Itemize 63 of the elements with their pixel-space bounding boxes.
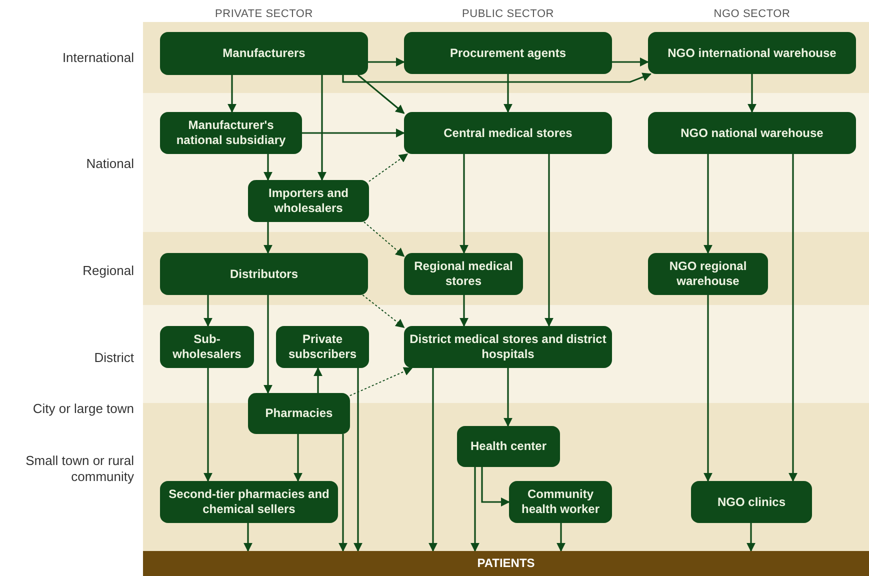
- arrow: [704, 295, 712, 482]
- process-box: District medical stores and district hospitals: [404, 326, 612, 368]
- process-box: Community health worker: [509, 481, 612, 523]
- arrow: [362, 294, 405, 328]
- arrow: [748, 74, 756, 113]
- arrow: [314, 367, 322, 393]
- process-box: Pharmacies: [248, 393, 350, 434]
- process-box: Distributors: [160, 253, 368, 295]
- arrow: [504, 74, 512, 113]
- process-box: Private subscribers: [276, 326, 369, 368]
- row-label: Regional: [82, 262, 134, 280]
- row-label: District: [93, 349, 134, 367]
- row-label: National: [85, 155, 134, 173]
- row-label: International: [61, 49, 134, 67]
- arrow: [612, 58, 649, 66]
- row-label: City or large town: [32, 400, 134, 418]
- arrow: [318, 75, 326, 181]
- arrow: [470, 467, 480, 552]
- arrow: [204, 295, 212, 327]
- arrow: [460, 295, 468, 327]
- process-box: NGO regional warehouse: [648, 253, 768, 295]
- arrow: [746, 523, 756, 552]
- process-box: Health center: [457, 426, 560, 467]
- arrow: [504, 368, 512, 427]
- arrow: [228, 75, 236, 113]
- row-label: Small town or rural community: [24, 453, 134, 485]
- arrow: [544, 154, 554, 327]
- process-box: Regional medical stores: [404, 253, 523, 295]
- arrow: [354, 368, 362, 552]
- process-box: Manufacturers: [160, 32, 368, 75]
- arrow: [338, 434, 348, 552]
- arrow: [294, 434, 302, 482]
- process-box: Sub-wholesalers: [160, 326, 254, 368]
- arrow: [556, 523, 566, 552]
- arrow: [342, 72, 652, 83]
- arrow: [460, 154, 468, 254]
- process-box: Importers and wholesalers: [248, 180, 369, 222]
- arrow: [481, 467, 510, 506]
- column-header: PUBLIC SECTOR: [460, 7, 555, 22]
- arrow: [788, 154, 798, 482]
- arrow: [368, 153, 408, 182]
- arrow: [368, 58, 405, 66]
- arrow: [704, 154, 712, 254]
- arrow: [364, 222, 405, 257]
- arrow: [244, 523, 252, 552]
- process-box: Manufacturer's national subsidiary: [160, 112, 302, 154]
- arrow: [302, 128, 405, 138]
- column-header: NGO SECTOR: [712, 7, 792, 22]
- arrow: [264, 295, 272, 394]
- arrow: [428, 368, 438, 552]
- arrow: [350, 367, 413, 396]
- process-box: NGO national warehouse: [648, 112, 856, 154]
- arrow: [264, 154, 272, 181]
- patients-bar: PATIENTS: [143, 551, 869, 576]
- process-box: NGO clinics: [691, 481, 812, 523]
- process-box: Procurement agents: [404, 32, 612, 74]
- arrow: [264, 222, 272, 254]
- process-box: Central medical stores: [404, 112, 612, 154]
- arrow: [204, 368, 212, 482]
- process-box: NGO international warehouse: [648, 32, 856, 74]
- arrow: [357, 74, 405, 114]
- column-header: PRIVATE SECTOR: [214, 7, 314, 22]
- process-box: Second-tier pharmacies and chemical sellers: [160, 481, 338, 523]
